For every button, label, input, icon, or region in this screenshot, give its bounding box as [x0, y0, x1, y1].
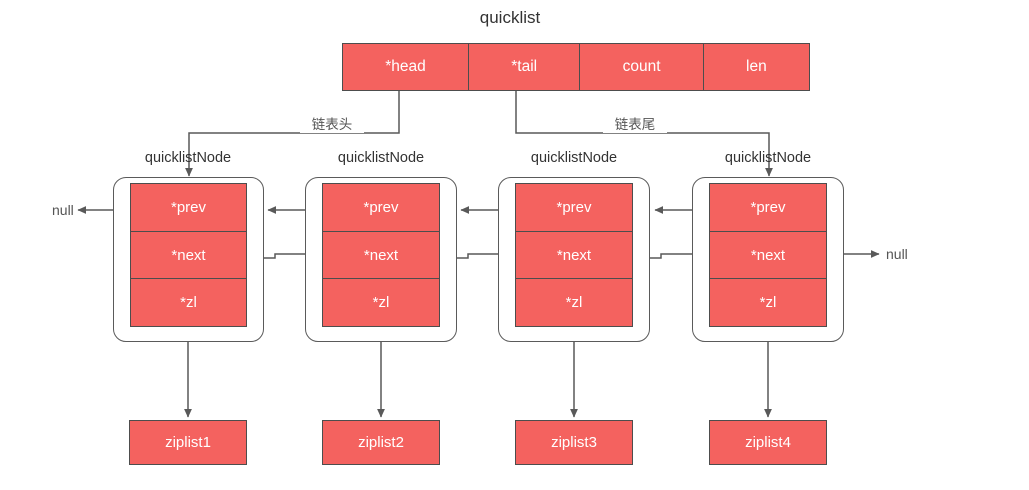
node4-field-zl: *zl [759, 294, 777, 312]
node2-field-zl: *zl [372, 294, 390, 312]
quicklist-node-4-fields: *prev *next *zl [709, 183, 827, 327]
quicklist-node-3-fields: *prev *next *zl [515, 183, 633, 327]
ziplist-2: ziplist2 [322, 420, 440, 465]
node1-title: quicklistNode [144, 150, 232, 166]
node3-field-next: *next [516, 232, 632, 280]
edge-label-tail: 链表尾 [603, 113, 667, 133]
node3-field-prev: *prev [516, 184, 632, 232]
quicklist-struct-box: *head *tail count len [342, 43, 810, 91]
ziplist-4: ziplist4 [709, 420, 827, 465]
null-label-right: null [886, 246, 908, 262]
node3-title: quicklistNode [530, 150, 618, 166]
node4-field-next: *next [710, 232, 826, 280]
node2-title: quicklistNode [337, 150, 425, 166]
node4-field-prev: *prev [710, 184, 826, 232]
quicklist-field-head: *head [343, 44, 470, 90]
ziplist-3: ziplist3 [515, 420, 633, 465]
node1-field-next: *next [131, 232, 246, 280]
node1-field-zl: *zl [180, 294, 197, 312]
quicklist-field-tail: *tail [469, 44, 581, 90]
quicklist-field-count: count [580, 44, 704, 90]
null-label-left: null [52, 202, 74, 218]
quicklist-field-len: len [746, 58, 767, 75]
node2-field-next: *next [323, 232, 439, 280]
node1-field-prev: *prev [131, 184, 246, 232]
quicklist-node-2-fields: *prev *next *zl [322, 183, 440, 327]
node4-title: quicklistNode [724, 150, 812, 166]
diagram-title: quicklist [479, 8, 541, 27]
edge-label-head: 链表头 [300, 113, 364, 133]
node2-field-prev: *prev [323, 184, 439, 232]
node3-field-zl: *zl [565, 294, 583, 312]
quicklist-node-1-fields: *prev *next *zl [130, 183, 247, 327]
ziplist-1: ziplist1 [129, 420, 247, 465]
